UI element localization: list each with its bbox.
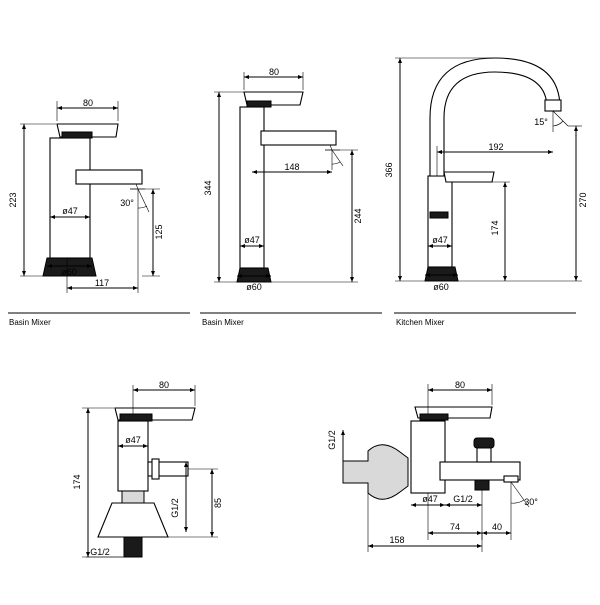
dim-height-223: 223	[8, 192, 18, 207]
dim-width-192: 192	[488, 142, 503, 152]
dim-diameter-47: ø47	[62, 206, 78, 216]
base-part	[424, 266, 459, 282]
dim-thread-g12-wall: G1/2	[327, 430, 337, 450]
caption-basin-mixer-1: Basin Mixer	[9, 318, 51, 327]
dim-diameter-47: ø47	[422, 494, 438, 504]
handle-base	[246, 100, 272, 108]
handle-base	[119, 413, 153, 422]
dim-width-80: 80	[455, 380, 465, 390]
spout-part	[260, 130, 337, 146]
dim-diameter-60: ø60	[246, 282, 262, 292]
spout-part	[75, 169, 143, 185]
inlet-thread	[123, 536, 143, 558]
dim-height-270: 270	[578, 192, 588, 207]
bath-shower-mixer-drawing: 80 G1/2 ø47 G1/2 30° 74 40 158	[327, 380, 538, 552]
dim-height-244: 244	[353, 208, 363, 223]
shower-outlet	[474, 479, 490, 491]
wall-valve-drawing: 80 ø47 174 G1/2 85 G1/2	[72, 380, 223, 558]
kitchen-mixer-drawing: 366 192 15° 270 174 ø47 ø60	[384, 57, 588, 292]
dim-thread-g12-inlet: G1/2	[90, 547, 110, 557]
dim-width-74: 74	[450, 522, 460, 532]
caption-basin-mixer-2: Basin Mixer	[202, 318, 244, 327]
dim-width-117: 117	[95, 278, 109, 288]
base-part	[236, 267, 272, 283]
handle-base	[61, 131, 93, 139]
outlet-nut	[151, 458, 160, 480]
dim-width-158: 158	[389, 535, 404, 545]
handle-base	[419, 413, 449, 421]
body-part	[427, 175, 453, 268]
dim-angle-30: 30°	[120, 198, 134, 208]
dim-height-174: 174	[490, 220, 500, 235]
dim-angle-30: 30°	[524, 497, 538, 507]
spout-outlet	[544, 99, 562, 112]
dim-height-85: 85	[213, 498, 223, 508]
wall-flange	[342, 444, 409, 500]
body-part	[410, 420, 446, 494]
dim-height-344: 344	[203, 180, 213, 195]
dim-diameter-47: ø47	[125, 435, 141, 445]
handle-lever	[443, 171, 495, 183]
spout-outlet	[503, 475, 519, 483]
basin-mixer-drawing-1: 80 223 ø47 30° 125 ø60 117	[8, 98, 164, 293]
body-part	[117, 420, 149, 492]
dim-width-80: 80	[83, 98, 93, 108]
basin-mixer-drawing-2: 80 344 148 ø47 244 ø60	[203, 67, 363, 292]
body-part	[239, 106, 265, 269]
caption-kitchen-mixer: Kitchen Mixer	[396, 318, 445, 327]
dim-width-40: 40	[492, 522, 502, 532]
dim-height-125: 125	[154, 224, 164, 239]
diverter-part	[476, 446, 492, 463]
dim-height-174: 174	[72, 474, 82, 489]
dim-angle-15: 15°	[534, 117, 548, 127]
dim-width-80: 80	[159, 380, 169, 390]
dim-thread-g12-shower: G1/2	[453, 494, 473, 504]
dim-width-148: 148	[284, 162, 299, 172]
dim-thread-g12: G1/2	[170, 498, 180, 518]
caption-row: Basin Mixer Basin Mixer Kitchen Mixer	[8, 312, 576, 327]
body-part	[49, 137, 91, 259]
dim-diameter-60: ø60	[61, 267, 77, 277]
dim-height-366: 366	[384, 162, 394, 177]
connector-part	[121, 490, 145, 504]
dim-diameter-60: ø60	[433, 282, 449, 292]
diverter-knob	[473, 437, 495, 449]
dim-diameter-47: ø47	[432, 235, 448, 245]
flange-part	[97, 502, 169, 538]
handle-base	[429, 211, 449, 219]
dim-diameter-47: ø47	[244, 235, 260, 245]
dim-width-80: 80	[269, 67, 279, 77]
